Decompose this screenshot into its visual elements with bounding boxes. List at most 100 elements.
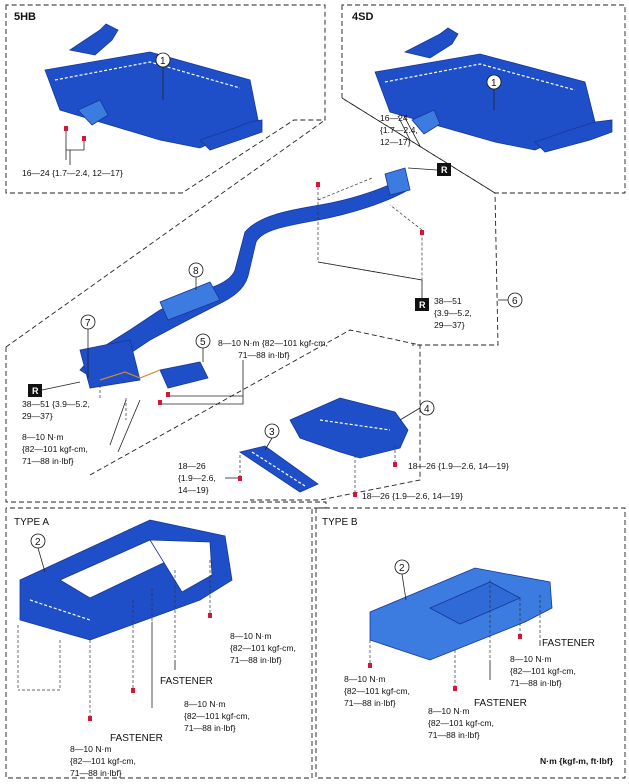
torque-label-type-a-1-2: {82—101 kgf-cm, — [230, 643, 296, 653]
callout-5: 5 — [200, 337, 206, 348]
torque-label-front-r-2: 29—37} — [22, 411, 53, 421]
panel-main-right — [341, 97, 499, 346]
leader-2-a — [37, 547, 46, 573]
panel-type-b-border — [315, 507, 626, 779]
muffler-5hb — [44, 23, 263, 151]
reuse-mark-joint: R — [441, 165, 448, 175]
torque-label-type-b-2-1: 8—10 N·m — [344, 674, 386, 684]
leader-r-front — [41, 381, 81, 391]
callout-8: 8 — [193, 266, 199, 277]
brace-4 — [289, 397, 409, 459]
bolt-brace3 — [238, 476, 242, 481]
front-hanger-dashes — [99, 385, 127, 420]
torque-label-type-a-3-1: 8—10 N·m — [70, 744, 112, 754]
bolt-mid-1 — [316, 182, 320, 187]
muffler-4sd — [374, 27, 613, 153]
tailpipe-right — [199, 119, 263, 151]
bolt-brace4-1 — [393, 462, 397, 467]
torque-label-mid-r-1: 38—51 — [434, 296, 462, 306]
catalytic-converter — [159, 281, 221, 321]
fastener-label-type-a-2: FASTENER — [110, 733, 163, 744]
torque-label-type-b-3-3: 71—88 in·lbf} — [428, 730, 480, 740]
section-title-type-b: TYPE B — [322, 517, 358, 528]
panel-borders — [5, 4, 626, 779]
fastener-label-type-b-2: FASTENER — [474, 698, 527, 709]
leader-4 — [399, 407, 421, 421]
panel-main-left-diag — [5, 119, 326, 348]
torque-label-type-a-1-1: 8—10 N·m — [230, 631, 272, 641]
torque-label-type-b-1-2: {82—101 kgf-cm, — [510, 666, 576, 676]
torque-label-type-b-3-2: {82—101 kgf-cm, — [428, 718, 494, 728]
panel-main-bottom — [5, 347, 327, 509]
panel-braces — [89, 329, 421, 501]
torque-label-type-a-2-3: 71—88 in·lbf} — [184, 723, 236, 733]
callout-4: 4 — [424, 404, 430, 415]
oxygen-sensor-harness — [99, 369, 161, 381]
callout-2-b: 2 — [399, 563, 405, 574]
torque-label-brace4-a: 18—26 {1.9—2.6, 14—19} — [408, 461, 509, 471]
torque-label-type-b-2-3: 71—88 in·lbf} — [344, 698, 396, 708]
leader-hanger-top — [160, 360, 244, 405]
leader-hanger-left — [109, 399, 141, 453]
torque-label-type-a-3-3: 71—88 in·lbf} — [70, 768, 122, 778]
bolt-5hb-1 — [64, 126, 68, 131]
torque-label-brace3-1: 18—26 — [178, 461, 206, 471]
section-title-4sd: 4SD — [352, 11, 373, 23]
fastener-label-type-a-1: FASTENER — [160, 676, 213, 687]
section-title-type-a: TYPE A — [14, 517, 49, 528]
leader-type-a — [151, 622, 176, 708]
bolt-5hb-2 — [82, 136, 86, 141]
bolt-brace4-2 — [353, 492, 357, 497]
leader-hb-flange — [65, 130, 85, 165]
reuse-mark-box-front — [28, 384, 42, 397]
bolt-type-a-3 — [88, 716, 92, 721]
bolt-type-b-1 — [368, 663, 372, 668]
torque-label-type-a-2-1: 8—10 N·m — [184, 699, 226, 709]
callout-3: 3 — [269, 427, 275, 438]
leader-r-mid — [317, 261, 423, 298]
bolt-mid-2 — [420, 230, 424, 235]
brace-seam — [251, 451, 306, 487]
inlet-flange — [411, 109, 441, 135]
crossmember-brace — [289, 397, 409, 459]
type-a-dashes — [17, 560, 211, 718]
muffler-seam — [384, 63, 576, 91]
torque-label-4sd-flange-1: 16—24 — [380, 113, 408, 123]
torque-label-hanger-top-2: 71—88 in·lbf} — [238, 350, 290, 360]
reuse-mark-box-joint — [437, 163, 451, 176]
bolt-hanger-1 — [158, 400, 162, 405]
torque-label-4sd-flange-2: {1.7—2.4, — [380, 125, 418, 135]
torque-label-hanger-left-3: 71—88 in·lbf} — [22, 456, 74, 466]
cover-opening-2 — [149, 539, 213, 593]
torque-label-brace3-3: 14—19} — [178, 485, 209, 495]
torque-label-hanger-left-2: {82—101 kgf-cm, — [22, 444, 88, 454]
torque-label-brace3-2: {1.9—2.6, — [178, 473, 216, 483]
leader-type-b — [489, 640, 541, 680]
callout-6: 6 — [512, 296, 518, 307]
under-cover-type-b — [369, 567, 553, 661]
torque-label-front-r-1: 38—51 {3.9—5.2, — [22, 399, 90, 409]
brace-3 — [239, 445, 319, 493]
muffler-seam — [54, 61, 241, 89]
torque-label-5hb-flange: 16—24 {1.7—2.4, 12—17} — [22, 168, 123, 178]
torque-label-4sd-flange-3: 12—17} — [380, 137, 411, 147]
bolt-hanger-2 — [166, 392, 170, 397]
brace-seam — [319, 419, 391, 431]
bolt-type-a-1 — [208, 613, 212, 618]
torque-label-type-b-1-1: 8—10 N·m — [510, 654, 552, 664]
callout-2-a: 2 — [35, 537, 41, 548]
torque-label-type-a-3-2: {82—101 kgf-cm, — [70, 756, 136, 766]
torque-label-type-b-2-2: {82—101 kgf-cm, — [344, 686, 410, 696]
leader-3 — [264, 437, 273, 451]
reuse-mark-front: R — [32, 386, 39, 396]
cover-seam — [29, 599, 91, 621]
torque-label-hanger-top-1: 8—10 N·m {82—101 kgf-cm, — [218, 338, 328, 348]
torque-label-mid-r-3: 29—37} — [434, 320, 465, 330]
leader-2-b — [401, 573, 407, 601]
hanger-bracket — [159, 361, 209, 389]
torque-label-type-a-2-2: {82—101 kgf-cm, — [184, 711, 250, 721]
front-catalytic — [79, 339, 141, 389]
units-note: N·m {kgf-m, ft·lbf} — [540, 756, 614, 766]
reuse-mark-mid: R — [419, 300, 426, 310]
